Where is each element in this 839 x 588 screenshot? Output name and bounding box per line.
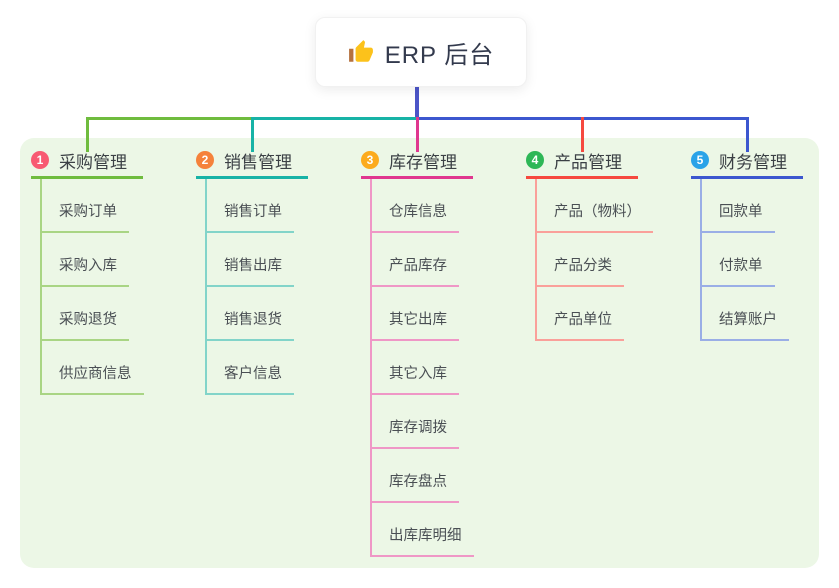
branch-title-node[interactable]: 1 采购管理 xyxy=(31,146,191,174)
connector-drop-branch-4 xyxy=(581,117,584,152)
child-node: 库存盘点 xyxy=(372,449,521,503)
branch-1-child-1[interactable]: 采购订单 xyxy=(42,200,129,233)
branch-children-list: 销售订单销售出库销售退货客户信息 xyxy=(205,179,356,395)
root-label: ERP 后台 xyxy=(384,41,495,69)
connector-horizontal-branch-1 xyxy=(86,117,254,120)
branch-number-badge: 3 xyxy=(361,151,379,169)
child-node: 销售退货 xyxy=(207,287,356,341)
child-node: 客户信息 xyxy=(207,341,356,395)
child-node: 其它入库 xyxy=(372,341,521,395)
child-node: 库存调拨 xyxy=(372,395,521,449)
child-node: 采购退货 xyxy=(42,287,191,341)
connector-drop-branch-2 xyxy=(251,117,254,152)
branch-3-child-6[interactable]: 库存盘点 xyxy=(372,470,459,503)
branches-panel xyxy=(20,138,819,568)
child-node: 回款单 xyxy=(702,179,839,233)
branch-children-list: 采购订单采购入库采购退货供应商信息 xyxy=(40,179,191,395)
child-node: 结算账户 xyxy=(702,287,839,341)
branch-underline xyxy=(691,176,803,179)
child-node: 供应商信息 xyxy=(42,341,191,395)
branch-title-node[interactable]: 5 财务管理 xyxy=(691,146,839,174)
branch-2: 2 销售管理 销售订单销售出库销售退货客户信息 xyxy=(196,146,356,395)
child-node: 其它出库 xyxy=(372,287,521,341)
branch-2-child-3[interactable]: 销售退货 xyxy=(207,308,294,341)
branch-number-badge: 2 xyxy=(196,151,214,169)
branch-3-child-4[interactable]: 其它入库 xyxy=(372,362,459,395)
child-node: 销售订单 xyxy=(207,179,356,233)
branch-title-label: 财务管理 xyxy=(719,152,787,172)
branch-3-child-3[interactable]: 其它出库 xyxy=(372,308,459,341)
child-node: 销售出库 xyxy=(207,233,356,287)
child-node: 产品单位 xyxy=(537,287,686,341)
branch-title-label: 产品管理 xyxy=(554,152,622,172)
branch-number-badge: 5 xyxy=(691,151,709,169)
child-node: 产品库存 xyxy=(372,233,521,287)
branch-1-child-3[interactable]: 采购退货 xyxy=(42,308,129,341)
branch-2-child-4[interactable]: 客户信息 xyxy=(207,362,294,395)
branch-title-label: 采购管理 xyxy=(59,152,127,172)
child-node: 采购入库 xyxy=(42,233,191,287)
child-node: 采购订单 xyxy=(42,179,191,233)
branch-1-child-4[interactable]: 供应商信息 xyxy=(42,362,144,395)
branch-title-node[interactable]: 3 库存管理 xyxy=(361,146,521,174)
branch-4-child-3[interactable]: 产品单位 xyxy=(537,308,624,341)
branch-3-child-7[interactable]: 出库库明细 xyxy=(372,524,474,557)
branch-3-child-5[interactable]: 库存调拨 xyxy=(372,416,459,449)
branch-4-child-1[interactable]: 产品（物料） xyxy=(537,200,653,233)
child-node: 产品（物料） xyxy=(537,179,686,233)
branch-1-child-2[interactable]: 采购入库 xyxy=(42,254,129,287)
connector-root-vertical xyxy=(415,84,419,120)
child-node: 仓库信息 xyxy=(372,179,521,233)
branch-underline xyxy=(361,176,473,179)
branch-5: 5 财务管理 回款单付款单结算账户 xyxy=(691,146,839,341)
connector-drop-branch-1 xyxy=(86,117,89,152)
branch-underline xyxy=(526,176,638,179)
child-node: 出库库明细 xyxy=(372,503,521,557)
branch-number-badge: 4 xyxy=(526,151,544,169)
branch-1: 1 采购管理 采购订单采购入库采购退货供应商信息 xyxy=(31,146,191,395)
branch-4: 4 产品管理 产品（物料） 产品分类产品单位 xyxy=(526,146,686,341)
branch-number-badge: 1 xyxy=(31,151,49,169)
branch-5-child-1[interactable]: 回款单 xyxy=(702,200,775,233)
branch-children-list: 仓库信息产品库存其它出库其它入库库存调拨库存盘点出库库明细 xyxy=(370,179,521,557)
child-node: 付款单 xyxy=(702,233,839,287)
branch-2-child-2[interactable]: 销售出库 xyxy=(207,254,294,287)
child-node: 产品分类 xyxy=(537,233,686,287)
branch-children-list: 回款单付款单结算账户 xyxy=(700,179,839,341)
branch-5-child-3[interactable]: 结算账户 xyxy=(702,308,789,341)
branch-2-child-1[interactable]: 销售订单 xyxy=(207,200,294,233)
branch-title-label: 库存管理 xyxy=(389,152,457,172)
branch-3-child-1[interactable]: 仓库信息 xyxy=(372,200,459,233)
thumbs-up-icon xyxy=(348,39,374,65)
connector-horizontal-branch-2 xyxy=(251,117,419,120)
connector-drop-branch-5 xyxy=(746,117,749,152)
branch-underline xyxy=(196,176,308,179)
branch-title-node[interactable]: 2 销售管理 xyxy=(196,146,356,174)
branch-3: 3 库存管理 仓库信息产品库存其它出库其它入库库存调拨库存盘点出库库明细 xyxy=(361,146,521,557)
connector-drop-branch-3 xyxy=(416,117,419,152)
branch-4-child-2[interactable]: 产品分类 xyxy=(537,254,624,287)
branch-5-child-2[interactable]: 付款单 xyxy=(702,254,775,287)
branch-title-label: 销售管理 xyxy=(224,152,292,172)
branch-title-node[interactable]: 4 产品管理 xyxy=(526,146,686,174)
root-node-erp[interactable]: ERP 后台 xyxy=(315,17,527,87)
branch-3-child-2[interactable]: 产品库存 xyxy=(372,254,459,287)
branch-underline xyxy=(31,176,143,179)
branch-children-list: 产品（物料） 产品分类产品单位 xyxy=(535,179,686,341)
